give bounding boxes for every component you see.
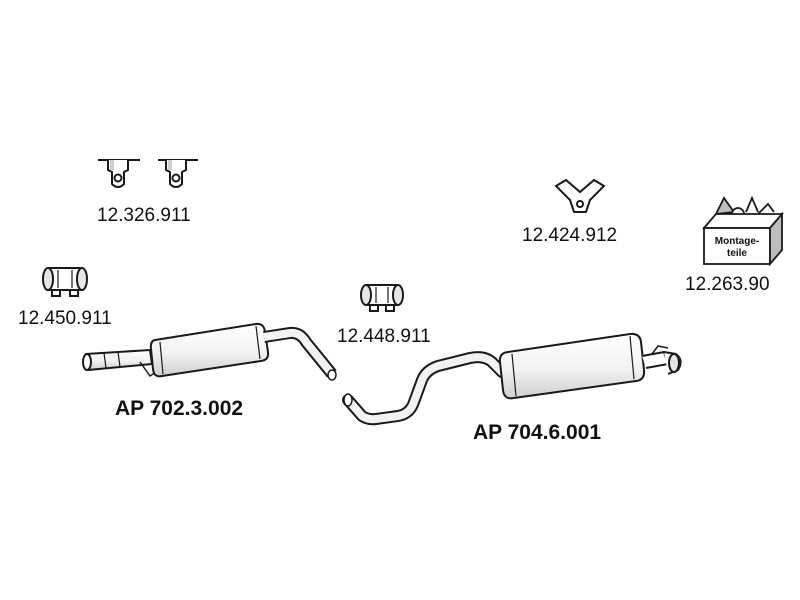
front-silencer-part	[82, 322, 337, 381]
rear-silencer-part	[342, 332, 682, 426]
mounting-kit-part-number: 12.263.90	[685, 274, 770, 295]
rubber-mount-icon	[554, 178, 606, 213]
rubber-mount-part-number: 12.424.912	[522, 225, 618, 246]
kit-box-text-2: teile	[727, 248, 747, 259]
front-silencer-part-number: AP 702.3.002	[115, 397, 244, 420]
hanger-part-number: 12.326.911	[97, 205, 191, 226]
clamp-mid-part-number: 12.448.911	[337, 326, 431, 347]
clamp-left-part-number: 12.450.911	[18, 308, 112, 329]
clamp-left-icon	[42, 267, 88, 297]
clamp-mid-icon	[360, 284, 404, 312]
rear-silencer-part-number: AP 704.6.001	[473, 421, 602, 444]
hanger-icon	[98, 159, 198, 188]
kit-box-text-1: Montage-	[715, 236, 759, 247]
mounting-kit-icon: Montage- teile	[702, 195, 784, 267]
